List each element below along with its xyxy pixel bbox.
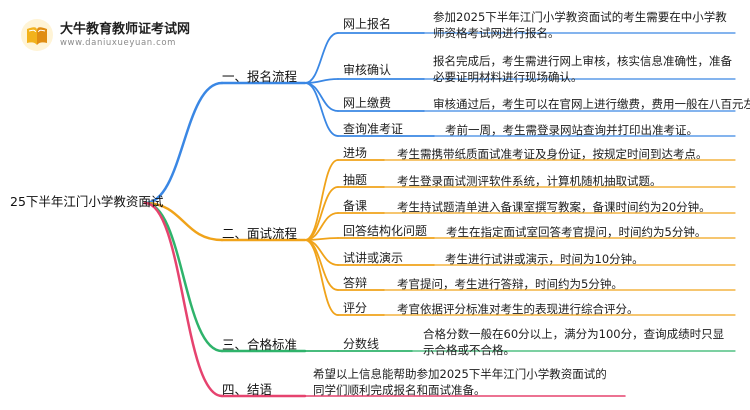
desc-cutoff: 合格分数一般在60分以上，满分为100分，查询成绩时只显示合格或不合格。	[423, 327, 725, 357]
desc-structured-questions: 考生在指定面试室回答考官提问，时间约为5分钟。	[446, 225, 707, 239]
node-defense: 答辩	[343, 276, 368, 290]
connector-root-closing	[143, 201, 224, 398]
desc-online-signup: 参加2025下半年江门小学教资面试的考生需要在中小学教师资格考试网进行报名。	[433, 10, 727, 40]
book-icon	[21, 19, 53, 51]
branch-registration: 一、报名流程	[222, 69, 298, 84]
node-draw-question: 抽题	[343, 173, 368, 187]
branch-interview: 二、面试流程	[222, 226, 298, 241]
desc-entry: 考生需携带纸质面试准考证及身份证，按规定时间到达考点。	[397, 147, 708, 161]
branch-standard: 三、合格标准	[222, 337, 298, 352]
connector-root-interview	[143, 201, 224, 242]
connector-root-registration	[143, 81, 224, 205]
connector-interview-leaf-6	[304, 239, 339, 316]
root-topic: 25下半年江门小学教资面试	[10, 194, 164, 209]
desc-admission-ticket: 考前一周，考生需登录网站查询并打印出准考证。	[445, 123, 698, 137]
node-entry: 进场	[343, 146, 368, 160]
desc-review: 报名完成后，考生需进行网上审核，核实信息准确性，准备必要证明材料进行现场确认。	[433, 54, 732, 84]
node-trial-lecture: 试讲或演示	[343, 251, 404, 265]
connector-registration-leaf-3	[304, 82, 339, 137]
node-structured-questions: 回答结构化问题	[343, 224, 428, 238]
desc-payment: 审核通过后，考生可以在官网上进行缴费，费用一般在八百元左右。	[433, 97, 750, 111]
desc-preparation: 考生持试题清单进入备课室撰写教案，备课时间约为20分钟。	[397, 200, 711, 214]
connector-registration-leaf-0	[304, 32, 339, 84]
node-cutoff: 分数线	[343, 337, 380, 351]
node-payment: 网上缴费	[343, 96, 392, 110]
desc-trial-lecture: 考生进行试讲或演示，时间为10分钟。	[445, 252, 644, 266]
desc-scoring: 考官依据评分标准对考生的表现进行综合评分。	[397, 302, 639, 316]
desc-closing: 希望以上信息能帮助参加2025下半年江门小学教资面试的同学们顺利完成报名和面试准…	[313, 367, 607, 397]
logo-url: www.daniuxueyuan.com	[60, 38, 177, 48]
desc-defense: 考官提问，考生进行答辩，时间约为5分钟。	[397, 277, 623, 291]
node-online-signup: 网上报名	[343, 17, 392, 31]
node-scoring: 评分	[343, 301, 368, 315]
node-admission-ticket: 查询准考证	[343, 122, 404, 136]
branch-closing: 四、结语	[222, 382, 273, 397]
desc-draw-question: 考生登录面试测评软件系统，计算机随机抽取试题。	[397, 174, 662, 188]
connector-root-standard	[143, 201, 224, 353]
node-review: 审核确认	[343, 63, 392, 77]
node-preparation: 备课	[343, 199, 368, 213]
logo-title: 大牛教育教师证考试网	[60, 22, 191, 37]
